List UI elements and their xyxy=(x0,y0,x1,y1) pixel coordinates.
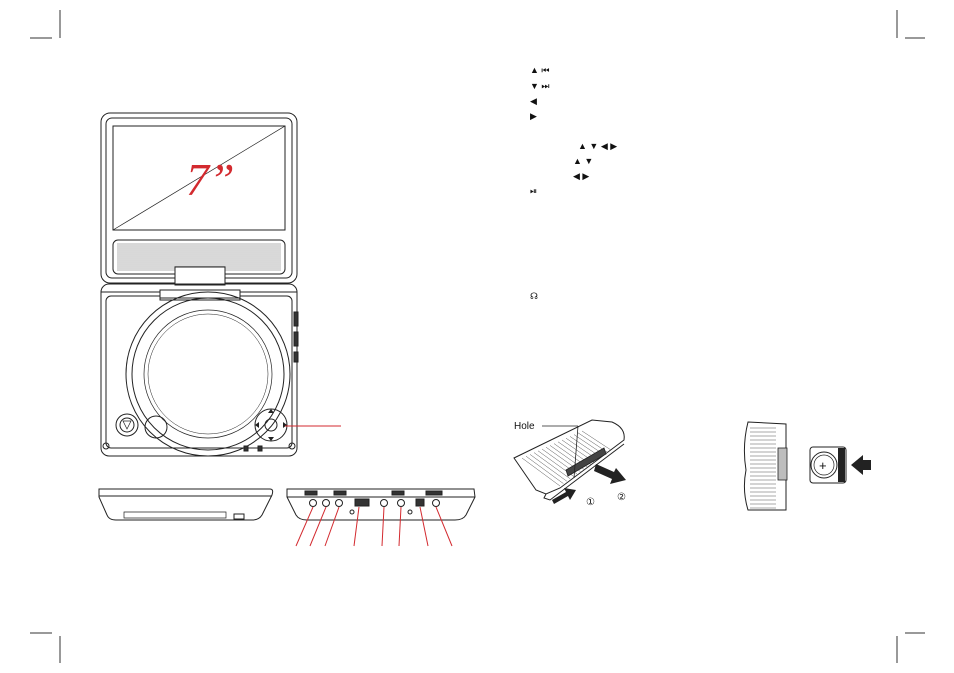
hinge xyxy=(174,266,226,286)
pull-arrow xyxy=(594,464,626,484)
crop-marks xyxy=(30,10,925,663)
direction-keys-symbol: ▲ ▼ ◀ ▶ xyxy=(578,141,617,151)
hatch-line xyxy=(581,430,612,451)
up-prev-symbol: ▲ ⏮ xyxy=(530,65,550,75)
remote-symbols: ▲ ⏮ ▼ ⏭ ◀ ▶ ▲ ▼ ◀ ▶ ▲ ▼ ◀ ▶ ⏯ ☊ xyxy=(530,65,617,301)
battery-plus-sign: + xyxy=(819,458,827,473)
player-illustration xyxy=(100,112,299,457)
disc-lid xyxy=(125,291,291,457)
left-right-symbol: ◀ ▶ xyxy=(573,171,589,181)
left-symbol: ◀ xyxy=(530,96,537,106)
hatch-line xyxy=(529,454,567,482)
remote-tray-diagram: Hole ① ② xyxy=(513,419,626,508)
coin-battery xyxy=(810,451,838,479)
player-left-side xyxy=(98,488,274,521)
hole-label: Hole xyxy=(514,421,535,432)
lcd-panel xyxy=(112,125,286,231)
hatch-line xyxy=(525,455,564,484)
hatch-line xyxy=(533,452,571,480)
port-leaders xyxy=(295,506,453,547)
insert-arrow xyxy=(851,455,871,475)
screen-size-label: 7” xyxy=(186,154,235,205)
play-pause-symbol: ⏯ xyxy=(530,186,537,196)
open-button xyxy=(115,413,139,437)
step-2-label: ② xyxy=(617,492,626,503)
right-symbol: ▶ xyxy=(530,111,537,121)
push-arrow xyxy=(552,488,576,504)
headphone-symbol: ☊ xyxy=(530,291,538,301)
tray xyxy=(565,447,607,477)
step-1-label: ① xyxy=(586,497,595,508)
control-pad xyxy=(254,408,288,442)
up-down-symbol: ▲ ▼ xyxy=(573,156,593,166)
down-next-symbol: ▼ ⏭ xyxy=(530,81,550,91)
battery-diagram: + xyxy=(743,421,871,511)
hatch-line xyxy=(521,457,561,487)
player-right-side xyxy=(286,488,476,521)
